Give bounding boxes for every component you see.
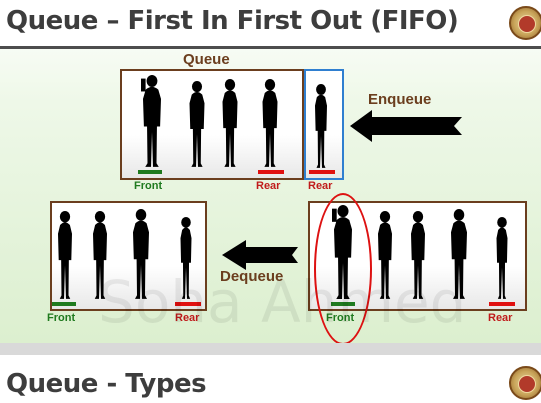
- title-rule: [0, 46, 541, 49]
- university-seal-icon: [509, 366, 541, 400]
- top-front-label: Front: [134, 180, 163, 192]
- rear-marker: [258, 170, 284, 174]
- slide-title-2: Queue - Types: [6, 369, 207, 399]
- right-rear-label: Rear: [488, 312, 513, 324]
- slide-separator: [0, 343, 541, 355]
- dequeue-arrow-icon: [222, 240, 298, 270]
- left-front-marker: [52, 302, 76, 306]
- dequeue-label: Dequeue: [220, 268, 284, 285]
- title-bar: Queue – First In First Out (FIFO): [0, 0, 541, 46]
- slide-fifo: Queue – First In First Out (FIFO) Queue …: [0, 0, 541, 343]
- front-marker: [138, 170, 162, 174]
- slide-title: Queue – First In First Out (FIFO): [6, 6, 459, 36]
- queue-box: [120, 69, 304, 180]
- right-rear-marker: [489, 302, 515, 306]
- enqueue-label: Enqueue: [368, 91, 432, 108]
- watermark: Soha Ahmed: [98, 268, 467, 336]
- university-seal-icon: [509, 6, 541, 40]
- new-rear-label: Rear: [308, 180, 333, 192]
- enqueue-arrow-icon: [350, 110, 462, 142]
- left-rear-marker: [175, 302, 201, 306]
- dequeue-highlight-ellipse: [314, 193, 372, 343]
- left-front-label: Front: [47, 312, 76, 324]
- queue-label: Queue: [183, 51, 230, 68]
- left-rear-label: Rear: [175, 312, 200, 324]
- new-item-box: [304, 69, 344, 180]
- new-rear-marker: [309, 170, 335, 174]
- top-rear-label: Rear: [256, 180, 281, 192]
- slide-types: Queue - Types: [0, 355, 541, 403]
